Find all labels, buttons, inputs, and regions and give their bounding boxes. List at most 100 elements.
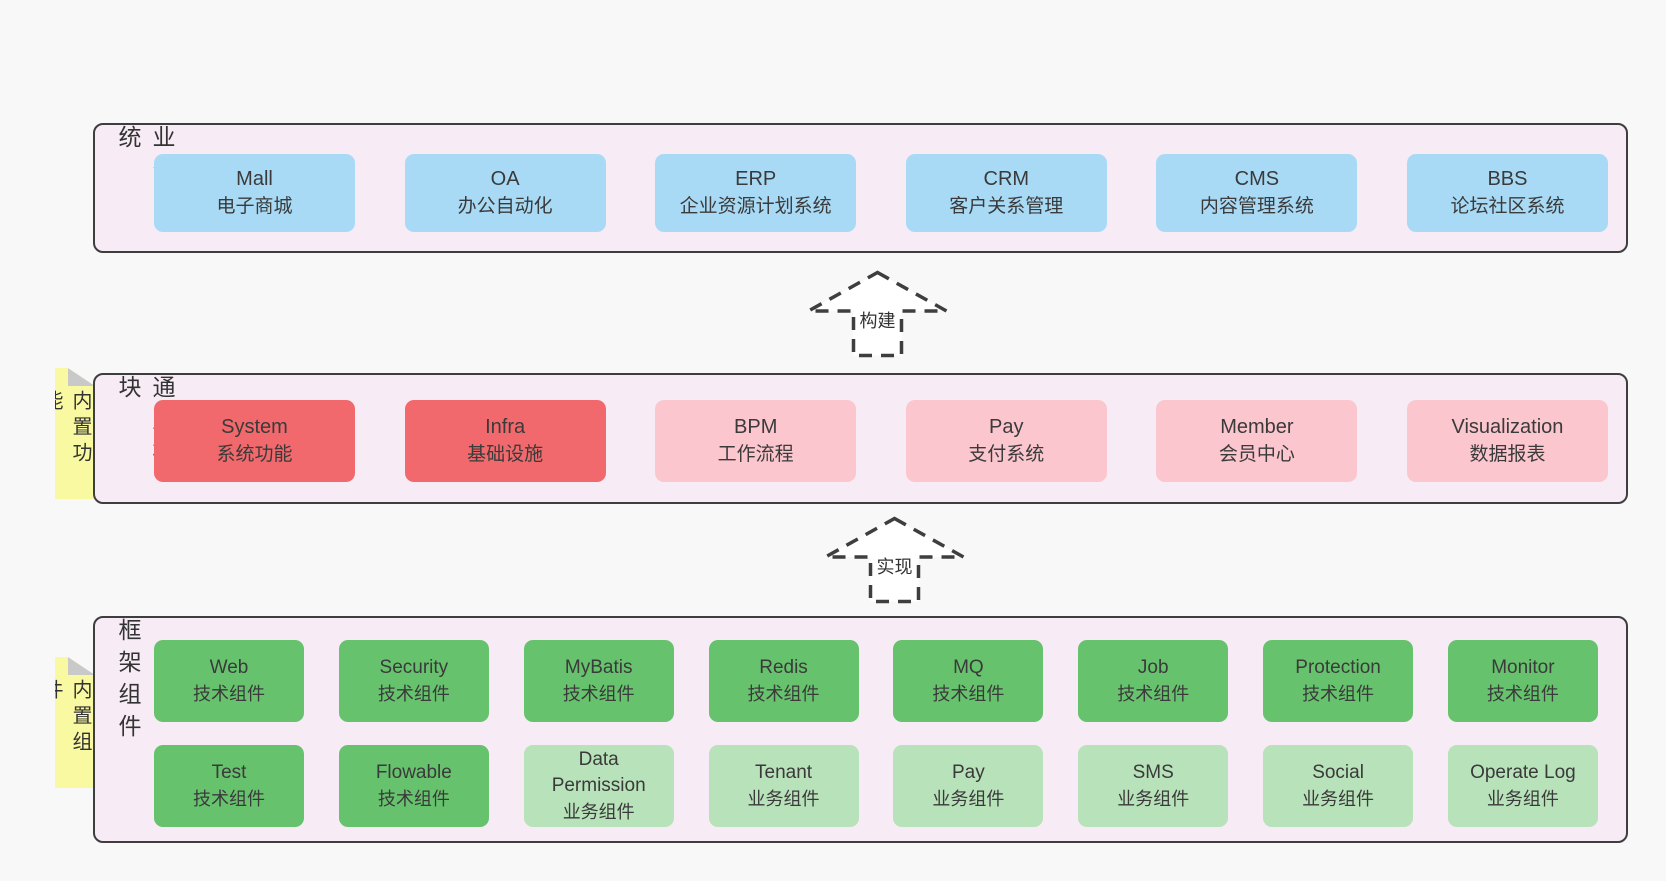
box-subtitle: 技术组件	[1117, 684, 1190, 704]
box-sms: SMS 业务组件	[1078, 745, 1229, 827]
box-subtitle: 支付系统	[968, 444, 1045, 465]
box-title: Member	[1220, 416, 1294, 438]
box-title: Operate Log	[1470, 762, 1576, 783]
note-built-in-components: 内置组件	[55, 657, 95, 788]
box-subtitle: 系统功能	[216, 444, 293, 465]
box-title: Tenant	[755, 762, 813, 783]
box-subtitle: 技术组件	[562, 684, 635, 704]
box-subtitle: 业务组件	[562, 802, 635, 822]
box-pay-biz: Pay 业务组件	[893, 745, 1044, 827]
note-fold-corner	[68, 368, 95, 386]
box-subtitle: 业务组件	[932, 789, 1005, 809]
box-monitor: Monitor 技术组件	[1447, 640, 1598, 722]
box-title: Web	[209, 657, 249, 678]
box-title: BBS	[1487, 168, 1528, 190]
band-components-label: 框架组件	[115, 618, 141, 746]
box-subtitle: 客户关系管理	[949, 196, 1064, 217]
box-system: System 系统功能	[154, 400, 355, 482]
box-title: CRM	[983, 168, 1030, 190]
box-subtitle: 工作流程	[717, 444, 794, 465]
box-title: Social	[1312, 762, 1364, 783]
box-subtitle: 业务组件	[1117, 789, 1190, 809]
box-subtitle: 基础设施	[467, 444, 544, 465]
box-subtitle: 内容管理系统	[1199, 196, 1314, 217]
box-title: OA	[490, 168, 520, 190]
box-subtitle: 数据报表	[1469, 444, 1546, 465]
components-box-row-2: Test 技术组件 Flowable 技术组件 Data Permission …	[154, 745, 1598, 827]
box-subtitle: 技术组件	[932, 684, 1005, 704]
box-subtitle: 业务组件	[1302, 789, 1375, 809]
box-mall: Mall 电子商城	[154, 154, 355, 232]
box-subtitle: 会员中心	[1218, 444, 1295, 465]
box-subtitle: 技术组件	[193, 684, 265, 704]
box-title: Protection	[1295, 657, 1381, 678]
box-title: MyBatis	[564, 657, 633, 678]
box-subtitle: 办公自动化	[457, 196, 553, 217]
box-title: CMS	[1234, 168, 1280, 190]
box-subtitle: 技术组件	[747, 684, 820, 704]
box-subtitle: 电子商城	[216, 196, 293, 217]
box-mq: MQ 技术组件	[893, 640, 1044, 722]
box-oa: OA 办公自动化	[404, 154, 606, 232]
arrow-build-label: 构建	[856, 307, 899, 333]
box-protection: Protection 技术组件	[1263, 640, 1414, 722]
box-cms: CMS 内容管理系统	[1156, 154, 1358, 232]
band-business-systems: 业务系统 Mall 电子商城 OA 办公自动化 ERP 企业资源计划系统 CRM…	[93, 123, 1628, 253]
box-title: System	[221, 416, 288, 438]
box-mybatis: MyBatis 技术组件	[523, 640, 674, 722]
box-title: Infra	[485, 416, 526, 438]
box-infra: Infra 基础设施	[404, 400, 606, 482]
box-web: Web 技术组件	[154, 640, 304, 722]
note-fold-corner	[68, 657, 95, 675]
box-data-permission: Data Permission 业务组件	[523, 745, 674, 827]
box-title: Pay	[989, 416, 1024, 438]
box-title: Security	[379, 657, 449, 678]
box-social: Social 业务组件	[1263, 745, 1414, 827]
modules-box-row: System 系统功能 Infra 基础设施 BPM 工作流程 Pay 支付系统…	[154, 400, 1608, 482]
box-title: BPM	[734, 416, 778, 438]
box-job: Job 技术组件	[1078, 640, 1229, 722]
box-title: Monitor	[1491, 657, 1555, 678]
arrow-build: 构建	[805, 269, 950, 359]
box-bpm: BPM 工作流程	[655, 400, 857, 482]
box-member: Member 会员中心	[1156, 400, 1358, 482]
box-subtitle: 技术组件	[1486, 684, 1559, 704]
box-subtitle: 技术组件	[377, 789, 450, 809]
note-built-in-features: 内置功能	[55, 368, 95, 499]
box-title: ERP	[735, 168, 777, 190]
box-subtitle: 业务组件	[1486, 789, 1559, 809]
box-crm: CRM 客户关系管理	[905, 154, 1107, 232]
band-framework-components: 框架组件 Web 技术组件 Security 技术组件 MyBatis 技术组件…	[93, 616, 1628, 843]
box-title: Flowable	[375, 762, 452, 783]
box-title: MQ	[953, 657, 984, 678]
box-visualization: Visualization 数据报表	[1406, 400, 1608, 482]
box-flowable: Flowable 技术组件	[338, 745, 489, 827]
box-pay: Pay 支付系统	[905, 400, 1107, 482]
box-subtitle: 业务组件	[747, 789, 820, 809]
box-tenant: Tenant 业务组件	[708, 745, 859, 827]
box-subtitle: 技术组件	[377, 684, 450, 704]
box-test: Test 技术组件	[154, 745, 304, 827]
note-text: 内置组件	[40, 679, 91, 757]
box-bbs: BBS 论坛社区系统	[1406, 154, 1608, 232]
arrow-implement: 实现	[822, 515, 967, 605]
box-erp: ERP 企业资源计划系统	[655, 154, 857, 232]
box-title: Pay	[952, 762, 985, 783]
box-title: SMS	[1132, 762, 1174, 783]
box-title: Redis	[759, 657, 808, 678]
band-common-modules: 通用模块 System 系统功能 Infra 基础设施 BPM 工作流程 Pay…	[93, 373, 1628, 504]
box-redis: Redis 技术组件	[708, 640, 859, 722]
box-title: Mall	[236, 168, 273, 190]
box-title: Data Permission	[551, 749, 646, 796]
components-box-row-1: Web 技术组件 Security 技术组件 MyBatis 技术组件 Redi…	[154, 640, 1598, 722]
box-title: Visualization	[1451, 416, 1564, 438]
note-text: 内置功能	[40, 390, 91, 468]
box-subtitle: 技术组件	[1302, 684, 1375, 704]
box-title: Job	[1137, 657, 1169, 678]
box-title: Test	[211, 762, 247, 783]
box-operate-log: Operate Log 业务组件	[1447, 745, 1598, 827]
box-subtitle: 企业资源计划系统	[679, 196, 832, 217]
arrow-implement-label: 实现	[873, 553, 916, 579]
box-security: Security 技术组件	[338, 640, 489, 722]
